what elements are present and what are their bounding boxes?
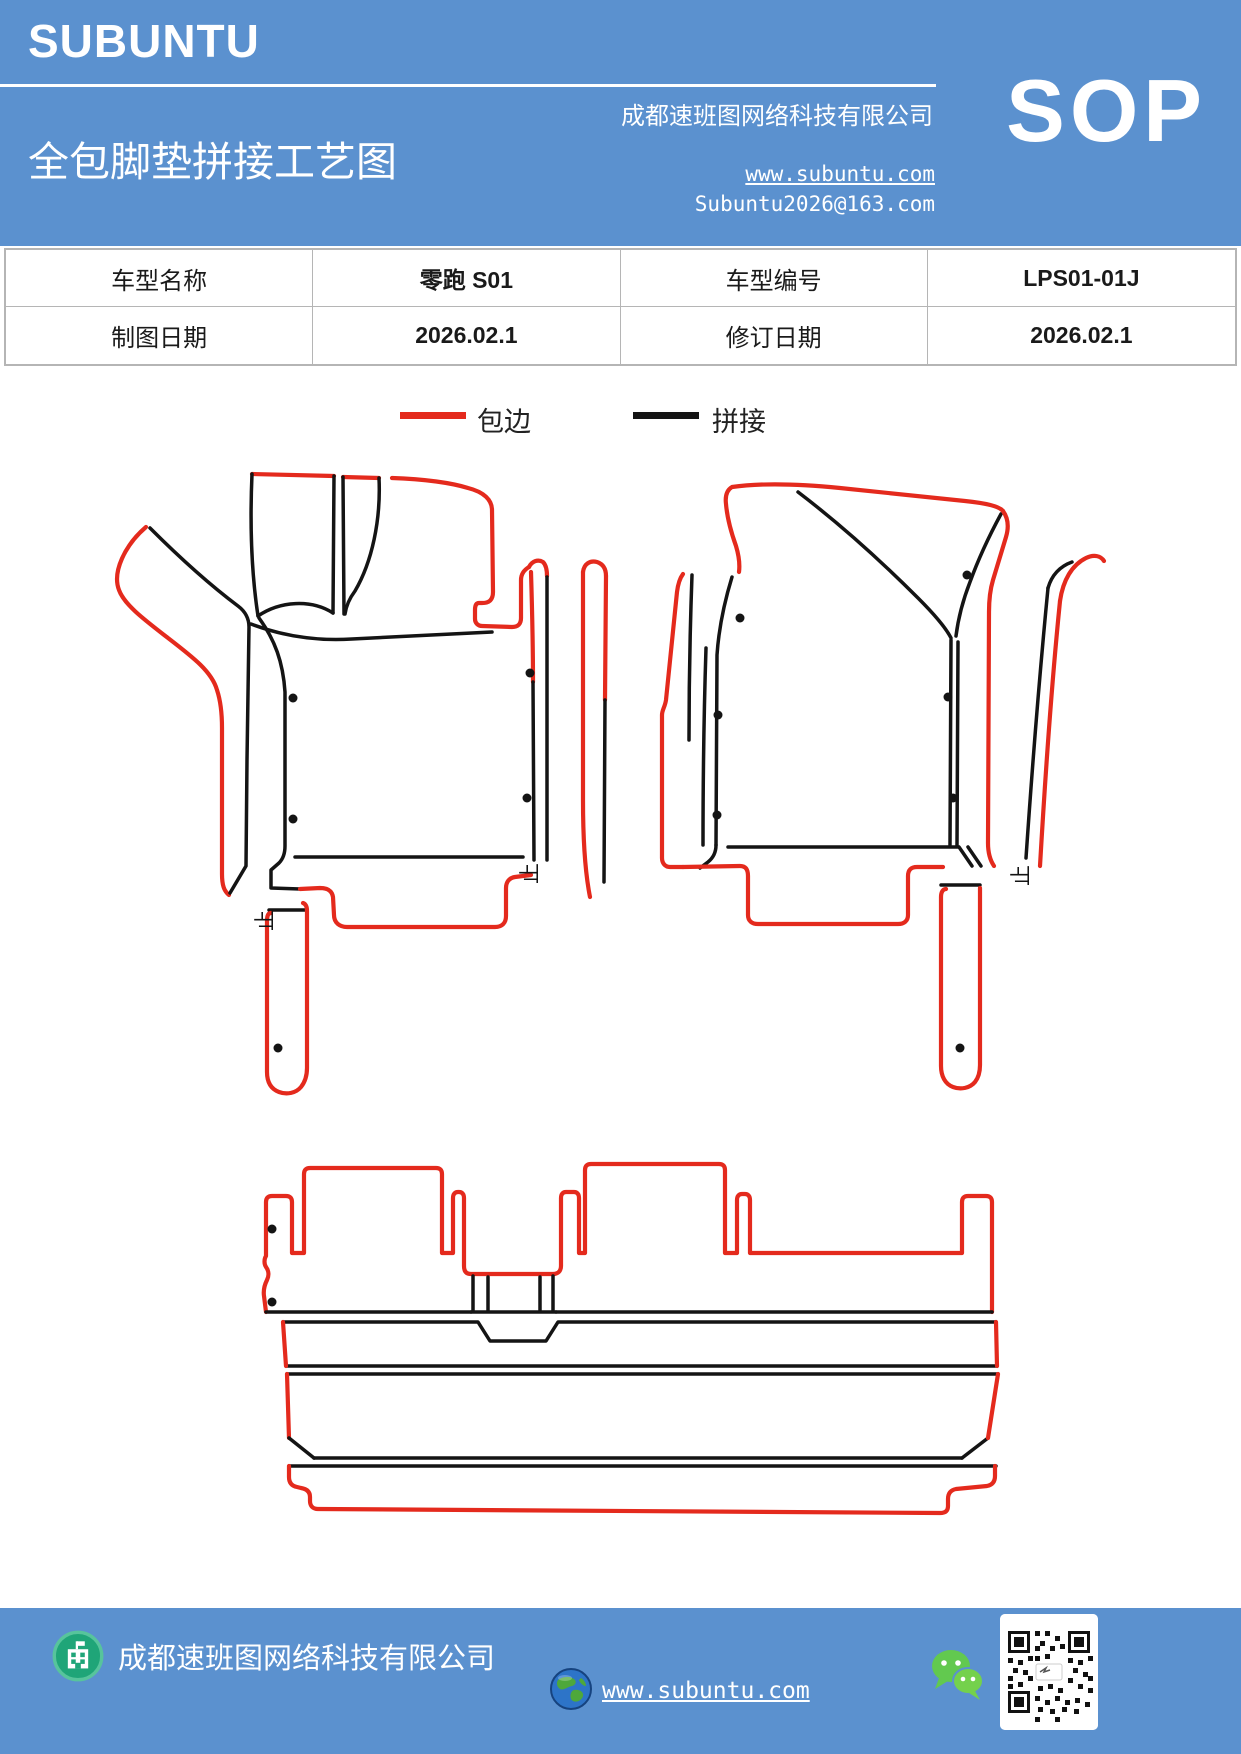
model-code-label: 车型编号 (620, 250, 928, 307)
legend: 包边 拼接 (0, 402, 1241, 438)
company-building-icon (52, 1630, 104, 1682)
revision-date-label: 修订日期 (621, 307, 928, 364)
front-right-mat: 止 (580, 482, 1107, 1091)
model-code-value: LPS01-01J (927, 250, 1235, 307)
stop-marker: 止 (1009, 865, 1033, 886)
edge-binding-label: 包边 (477, 407, 531, 438)
header-divider (0, 84, 936, 87)
header-email: Subuntu2026@163.com (694, 192, 935, 216)
globe-icon (550, 1668, 592, 1710)
stop-marker: 止 (253, 910, 277, 931)
draw-date-value: 2026.02.1 (313, 307, 621, 364)
wechat-icon (932, 1650, 984, 1700)
revision-date-value: 2026.02.1 (1030, 322, 1133, 348)
header-band: SUBUNTU 全包脚垫拼接工艺图 成都速班图网络科技有限公司 www.subu… (0, 0, 1241, 246)
page-title: 全包脚垫拼接工艺图 (28, 138, 397, 186)
header-company-name: 成都速班图网络科技有限公司 (621, 102, 933, 130)
footer-band: 成都速班图网络科技有限公司 www.subuntu.com (0, 1608, 1241, 1754)
model-name-label: 车型名称 (6, 250, 314, 307)
brand-logo: SUBUNTU (28, 15, 260, 67)
front-left-mat: 止 止 (115, 471, 550, 1096)
draw-date-label: 制图日期 (6, 307, 314, 364)
stop-marker: 止 (518, 863, 542, 884)
footer-website-link[interactable]: www.subuntu.com (602, 1678, 810, 1704)
vehicle-info-table: 车型名称 零跑 S01 车型编号 LPS01-01J 制图日期 2026.02.… (4, 248, 1237, 366)
splice-swatch (633, 412, 699, 419)
sop-badge: SOP (1006, 61, 1207, 160)
footer-company-name: 成都速班图网络科技有限公司 (118, 1641, 496, 1675)
edge-binding-swatch (400, 412, 466, 419)
qr-code (1000, 1614, 1098, 1730)
model-name-value: 零跑 S01 (313, 250, 621, 307)
rear-mat (261, 1161, 1001, 1516)
header-website-link[interactable]: www.subuntu.com (745, 162, 935, 186)
splice-label: 拼接 (712, 407, 766, 438)
